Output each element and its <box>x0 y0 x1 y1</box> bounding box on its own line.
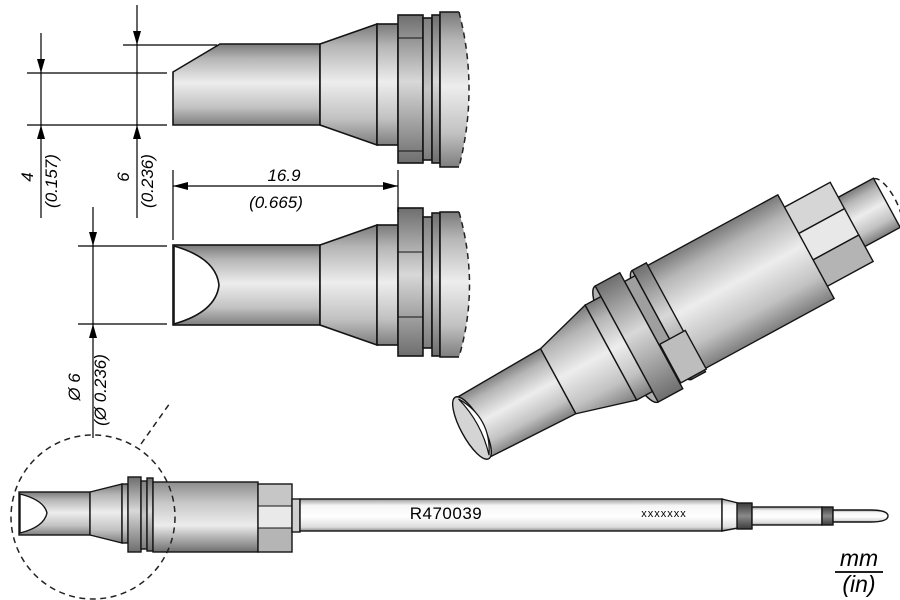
ring-front <box>431 212 441 357</box>
iso-chisel-face <box>458 398 490 456</box>
neck-front <box>376 224 399 346</box>
units-mm-label: mm <box>840 545 878 571</box>
dimension-shank-diameter: Ø 6 (Ø 0.236) <box>65 207 167 438</box>
cart-shaft-2 <box>751 506 823 526</box>
cone-side <box>319 22 378 147</box>
view-full-cartridge: R470039 xxxxxxx <box>18 476 889 553</box>
cone-front <box>319 223 378 347</box>
serial-marking-label: xxxxxxx <box>641 508 687 520</box>
dim-tip-thickness-mm: 4 <box>18 172 37 181</box>
cart-contact-band-2 <box>821 506 834 526</box>
cart-shaft-taper <box>721 498 739 532</box>
cart-collar <box>291 498 301 533</box>
dim-tip-length-mm: 16.9 <box>267 166 301 185</box>
view-isometric <box>452 177 900 460</box>
groove-side <box>422 17 433 161</box>
cart-end-pin <box>832 509 889 523</box>
dim-shank-diameter-mm: Ø 6 <box>65 373 84 402</box>
cart-cone <box>89 483 123 544</box>
break-line-front <box>458 211 471 358</box>
iso-key-tab <box>658 329 708 384</box>
iso-break-line <box>873 177 900 228</box>
cart-flange <box>127 476 142 553</box>
tip-profile-side <box>172 43 321 126</box>
dim-tip-diameter-in: (0.236) <box>138 154 157 208</box>
dim-shank-diameter-in: (Ø 0.236) <box>91 354 110 426</box>
cart-chisel-face <box>19 493 48 534</box>
cart-contact-band-1 <box>736 502 753 530</box>
groove-front <box>422 216 433 349</box>
dimension-tip-length: 16.9 (0.665) <box>172 166 399 240</box>
dim-tip-thickness-in: (0.157) <box>42 154 61 208</box>
dimension-tip-diameter: 6 (0.236) <box>114 5 217 218</box>
flange-side <box>397 14 424 164</box>
ring-side <box>431 14 441 164</box>
cap-front <box>440 212 470 357</box>
detail-leader-line <box>140 402 171 445</box>
dimension-tip-thickness: 4 (0.157) <box>18 33 167 218</box>
units-legend: mm (in) <box>835 545 883 597</box>
view-side-top <box>172 11 470 168</box>
flange-front <box>397 207 424 357</box>
units-in-label: (in) <box>842 571 875 597</box>
cap-side <box>440 12 469 167</box>
view-front <box>172 207 471 358</box>
break-line-side <box>458 11 470 168</box>
cart-body <box>152 481 259 553</box>
detail-circle <box>10 434 176 600</box>
chisel-face-front <box>173 244 220 326</box>
dim-tip-length-in: (0.665) <box>249 193 303 212</box>
part-number-label: R470039 <box>410 504 483 523</box>
neck-side <box>376 23 399 146</box>
dim-tip-diameter-mm: 6 <box>114 172 133 182</box>
